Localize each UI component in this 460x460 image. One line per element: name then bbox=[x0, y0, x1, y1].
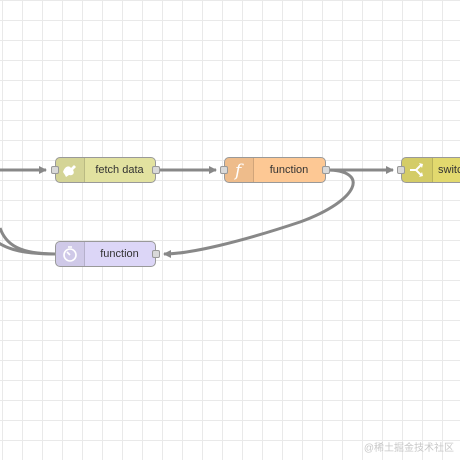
function-label: function bbox=[269, 164, 309, 176]
fetch-data-node[interactable]: fetch data bbox=[55, 157, 156, 183]
wire-function-to-timer-function[interactable] bbox=[163, 168, 355, 258]
fetch-data-label: fetch data bbox=[95, 164, 144, 176]
function-output-port[interactable] bbox=[322, 166, 330, 174]
timer-function-node[interactable]: function bbox=[55, 241, 156, 267]
timer-icon bbox=[56, 242, 85, 266]
switch-icon bbox=[402, 158, 433, 182]
fetch-data-output-port[interactable] bbox=[152, 166, 160, 174]
timer-function-output-port[interactable] bbox=[152, 250, 160, 258]
function-node[interactable]: f function bbox=[224, 157, 326, 183]
switch-label: switc bbox=[438, 164, 460, 176]
svg-text:f: f bbox=[233, 161, 244, 180]
switch-node[interactable]: switc bbox=[401, 157, 460, 183]
wire-timer-function-loop-out[interactable] bbox=[0, 235, 56, 256]
bridge-icon bbox=[56, 158, 85, 182]
watermark: @稀土掘金技术社区 bbox=[363, 443, 454, 454]
fetch-data-input-port[interactable] bbox=[51, 166, 59, 174]
function-input-port[interactable] bbox=[220, 166, 228, 174]
switch-input-port[interactable] bbox=[397, 166, 405, 174]
function-icon: f bbox=[225, 158, 254, 182]
timer-function-label: function bbox=[100, 248, 139, 260]
